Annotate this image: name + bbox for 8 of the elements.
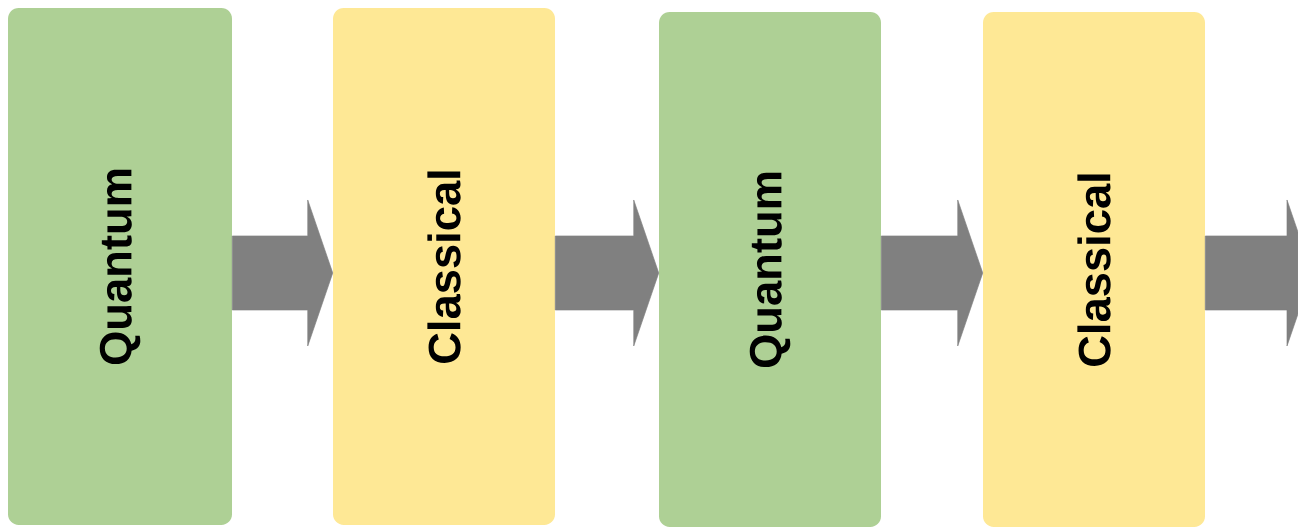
block-arrow — [554, 199, 660, 347]
process-box: Quantum — [8, 8, 232, 525]
process-box: Classical — [983, 12, 1205, 527]
process-box: Quantum — [659, 12, 881, 527]
block-arrow — [1204, 199, 1298, 347]
block-arrow — [231, 199, 334, 347]
block-arrow — [880, 199, 984, 347]
process-box: Classical — [333, 8, 555, 525]
